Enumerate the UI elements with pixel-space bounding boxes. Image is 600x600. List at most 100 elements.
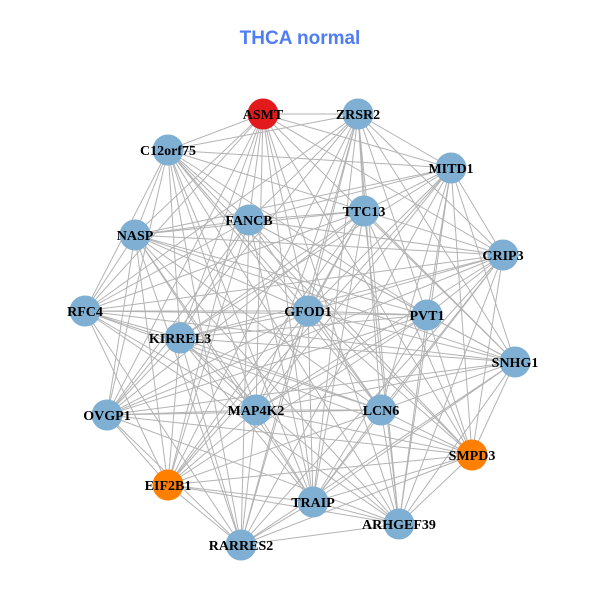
node-label: NASP xyxy=(117,229,154,244)
edge-FANCB-RFC4 xyxy=(84,219,250,312)
edge-GFOD1-SNHG1 xyxy=(307,310,516,363)
edge-MITD1-RARRES2 xyxy=(240,167,452,546)
edge-FANCB-TTC13 xyxy=(248,210,365,221)
edge-MITD1-TTC13 xyxy=(363,167,452,212)
edge-MITD1-LCN6 xyxy=(380,167,452,411)
edge-RFC4-RARRES2 xyxy=(84,310,242,546)
edge-SMPD3-ARHGEF39 xyxy=(398,454,473,525)
edge-ZRSR2-CRIP3 xyxy=(357,113,504,256)
node-arhgef39: ARHGEF39 xyxy=(362,508,436,540)
edge-SNHG1-ARHGEF39 xyxy=(398,361,516,525)
node-label: ARHGEF39 xyxy=(362,518,436,533)
edge-C12orf75-OVGP1 xyxy=(106,149,169,416)
edge-C12orf75-MAP4K2 xyxy=(167,149,257,411)
edge-C12orf75-FANCB xyxy=(167,149,250,221)
node-rarres2: RARRES2 xyxy=(209,529,274,561)
node-map4k2: MAP4K2 xyxy=(228,394,285,426)
node-label: GFOD1 xyxy=(284,305,331,320)
node-circle xyxy=(164,322,196,354)
node-circle xyxy=(487,239,519,271)
edge-EIF2B1-ARHGEF39 xyxy=(167,484,400,525)
edge-SMPD3-EIF2B1 xyxy=(167,454,473,486)
edge-KIRREL3-RARRES2 xyxy=(179,337,242,546)
edge-MITD1-SMPD3 xyxy=(450,167,473,456)
edge-NASP-SNHG1 xyxy=(134,234,516,363)
node-label: RARRES2 xyxy=(209,539,274,554)
edge-ARHGEF39-RARRES2 xyxy=(240,523,400,546)
edge-ZRSR2-FANCB xyxy=(248,113,359,221)
edge-C12orf75-LCN6 xyxy=(167,149,382,411)
node-crip3: CRIP3 xyxy=(482,239,524,271)
node-nasp: NASP xyxy=(117,219,154,251)
edge-NASP-PVT1 xyxy=(134,234,428,316)
node-lcn6: LCN6 xyxy=(363,394,400,426)
edge-RFC4-PVT1 xyxy=(84,310,428,316)
edge-RFC4-EIF2B1 xyxy=(84,310,169,486)
node-gfod1: GFOD1 xyxy=(284,295,332,327)
edge-TTC13-CRIP3 xyxy=(363,210,504,256)
node-eif2b1: EIF2B1 xyxy=(145,469,191,501)
edge-NASP-CRIP3 xyxy=(134,234,504,256)
node-label: OVGP1 xyxy=(83,409,130,424)
edge-PVT1-MAP4K2 xyxy=(255,314,428,411)
node-label: KIRREL3 xyxy=(149,332,211,347)
edge-CRIP3-GFOD1 xyxy=(307,254,504,312)
edge-MITD1-CRIP3 xyxy=(450,167,504,256)
node-label: SMPD3 xyxy=(449,449,496,464)
edge-FANCB-OVGP1 xyxy=(106,219,250,416)
node-asmt: ASMT xyxy=(243,98,284,130)
edge-MITD1-SNHG1 xyxy=(450,167,516,363)
node-label: FANCB xyxy=(225,214,272,229)
edge-RFC4-SNHG1 xyxy=(84,310,516,363)
edge-GFOD1-RARRES2 xyxy=(240,310,309,546)
edge-MAP4K2-TRAIP xyxy=(255,409,314,503)
edge-C12orf75-PVT1 xyxy=(167,149,428,316)
edge-NASP-TRAIP xyxy=(134,234,314,503)
edge-TTC13-ARHGEF39 xyxy=(363,210,400,525)
edge-C12orf75-ARHGEF39 xyxy=(167,149,400,525)
edge-SNHG1-MAP4K2 xyxy=(255,361,516,411)
edge-KIRREL3-MAP4K2 xyxy=(179,337,257,411)
edge-MAP4K2-EIF2B1 xyxy=(167,409,257,486)
node-circle xyxy=(456,439,488,471)
node-circle xyxy=(383,508,415,540)
node-label: MAP4K2 xyxy=(228,404,285,419)
node-smpd3: SMPD3 xyxy=(449,439,496,471)
node-circle xyxy=(91,399,123,431)
node-label: LCN6 xyxy=(363,404,400,419)
node-circle xyxy=(297,486,329,518)
edge-SNHG1-OVGP1 xyxy=(106,361,516,416)
node-circle xyxy=(365,394,397,426)
edge-CRIP3-TRAIP xyxy=(312,254,504,503)
node-ovgp1: OVGP1 xyxy=(83,399,131,431)
edge-PVT1-KIRREL3 xyxy=(179,314,428,339)
edge-TTC13-SMPD3 xyxy=(363,210,473,456)
edge-SNHG1-TRAIP xyxy=(312,361,516,503)
edge-LCN6-SMPD3 xyxy=(380,409,473,456)
edge-C12orf75-TRAIP xyxy=(167,149,314,503)
edge-NASP-MAP4K2 xyxy=(134,234,257,411)
edge-CRIP3-MAP4K2 xyxy=(255,254,504,411)
node-label: ZRSR2 xyxy=(336,108,380,123)
node-label: TRAIP xyxy=(291,496,335,511)
edge-EIF2B1-RARRES2 xyxy=(167,484,242,546)
node-snhg1: SNHG1 xyxy=(492,346,538,378)
node-label: RFC4 xyxy=(67,305,103,320)
node-label: C12orf75 xyxy=(140,144,196,159)
edge-PVT1-SNHG1 xyxy=(426,314,516,363)
node-circle xyxy=(225,529,257,561)
edge-GFOD1-TRAIP xyxy=(307,310,314,503)
edge-EIF2B1-TRAIP xyxy=(167,484,314,503)
edge-NASP-GFOD1 xyxy=(134,234,309,312)
chart-title: THCA normal xyxy=(239,28,361,49)
edge-MITD1-EIF2B1 xyxy=(167,167,452,486)
node-kirrel3: KIRREL3 xyxy=(149,322,211,354)
edge-CRIP3-PVT1 xyxy=(426,254,504,316)
edge-GFOD1-OVGP1 xyxy=(106,310,309,416)
node-circle xyxy=(152,134,184,166)
node-pvt1: PVT1 xyxy=(410,299,445,331)
edge-ASMT-FANCB xyxy=(248,113,264,221)
node-circle xyxy=(499,346,531,378)
